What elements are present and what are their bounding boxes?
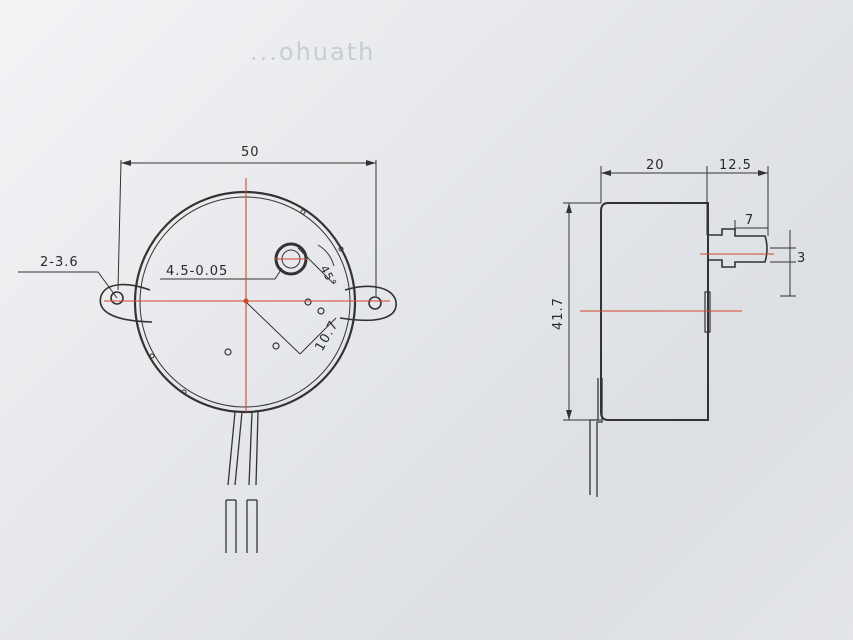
motor-body-outline <box>133 190 357 414</box>
dim-extension <box>117 159 122 291</box>
motor-shaft <box>708 228 768 268</box>
dim-arrow <box>566 410 572 420</box>
small-hole <box>272 342 280 350</box>
edge-notch <box>149 353 155 359</box>
dim-arrow <box>121 160 131 166</box>
edge-notch <box>181 389 187 395</box>
dim-arrow <box>758 170 768 176</box>
flat-length-dim-label: 7 <box>745 213 754 228</box>
dim-line <box>297 247 335 285</box>
flat-width-dim-label: 3 <box>797 251 806 266</box>
front-centerlines <box>104 178 390 412</box>
leader-line <box>18 271 118 299</box>
width-dim-label: 50 <box>241 145 260 160</box>
center-point <box>243 298 249 304</box>
shaft-hole-dim-label: 4.5-0.05 <box>166 264 228 279</box>
small-hole <box>224 348 232 356</box>
dim-line <box>245 301 301 355</box>
dim-line <box>299 317 337 355</box>
dim-arrow <box>366 160 376 166</box>
body-depth-dim-label: 20 <box>646 158 665 173</box>
ghost-text: ...ohuath <box>250 38 375 66</box>
mount-flange <box>99 283 153 323</box>
angle-dim-label: 45° <box>317 263 339 289</box>
lead-wires <box>225 411 259 553</box>
small-hole <box>304 298 312 306</box>
edge-notch <box>300 209 306 215</box>
front-view <box>18 159 397 553</box>
edge-notch <box>338 246 344 252</box>
side-bracket <box>704 291 711 333</box>
side-view <box>563 166 796 497</box>
offset-dim-label: 10.7 <box>312 318 341 354</box>
mount-hole-right <box>368 296 382 310</box>
small-hole <box>317 307 325 315</box>
motor-body-inner <box>139 196 351 408</box>
mount-hole-dim-label: 2-3.6 <box>40 255 79 270</box>
angle-arc <box>317 244 335 267</box>
mount-hole-left <box>110 291 124 305</box>
height-dim-label: 41.7 <box>551 297 566 330</box>
shaft-length-dim-label: 12.5 <box>719 158 752 173</box>
leader-line <box>160 267 283 280</box>
side-centerlines <box>580 253 774 312</box>
dim-arrow <box>601 170 611 176</box>
motor-side-body <box>600 202 709 421</box>
mount-flange-right <box>339 285 397 322</box>
dim-arrow <box>566 203 572 213</box>
